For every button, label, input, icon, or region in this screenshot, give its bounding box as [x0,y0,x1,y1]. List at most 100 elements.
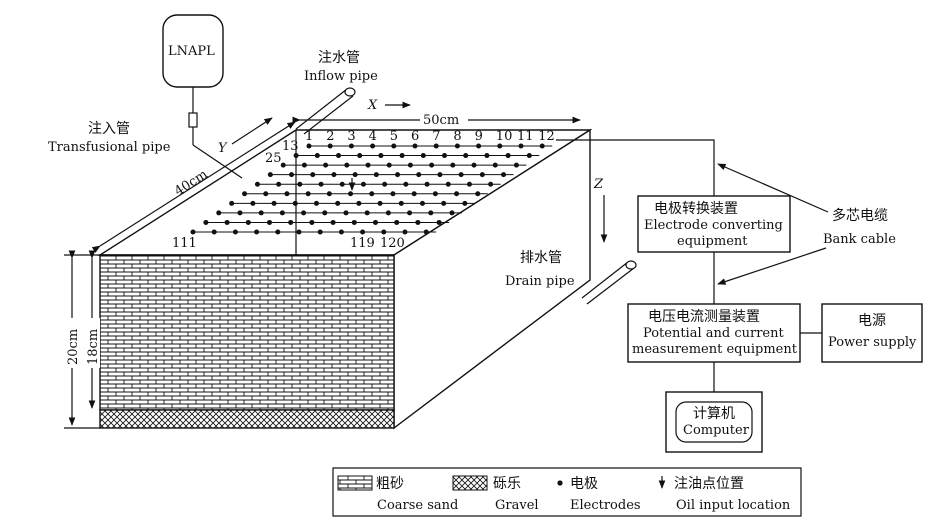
electrode-dot [357,153,363,159]
electrode-dot [369,191,375,197]
electrode-dot [445,181,451,187]
electrode-dot [373,172,379,178]
electrode-dot [190,229,196,235]
electrode-number-12: 12 [538,129,555,144]
electrode-dot [372,219,378,225]
electrode-dot [441,200,447,206]
electrode-dot [289,172,295,178]
bank-cable-en: Bank cable [823,232,896,247]
electrode-number-1: 1 [305,129,313,144]
electrode-dot [370,143,376,149]
legend-gravel-en: Gravel [495,498,539,513]
electrode-dot [471,162,477,168]
electrode-label-13: 13 [282,139,299,154]
electrode-dot [306,143,312,149]
bank-cable-arrow-1 [717,163,829,213]
dim-height-inner-label: 18cm [86,329,101,365]
electrode-label-111: 111 [172,236,197,251]
electrode-dot [203,219,209,225]
electrode-dot [305,191,311,197]
electrode-dot [245,219,251,225]
electrode-dot [360,181,366,187]
drain-pipe [581,260,637,305]
electrode-dot [317,229,323,235]
electrode-dot [484,153,490,159]
electrode-dot [348,143,354,149]
tank-cable [556,139,715,196]
electrode-dot [313,200,319,206]
electrode-number-3: 3 [347,129,355,144]
axis-z-label: Z [593,177,604,192]
inflow-pipe-cn: 注水管 [318,50,360,66]
legend-electrodes-cn: 电极 [570,476,598,492]
electrode-dot [301,162,307,168]
dim-height-outer-label: 20cm [66,329,81,365]
electrode-dot [462,200,468,206]
electrode-dot [436,219,442,225]
converter-en-2: equipment [677,234,748,249]
converter-cn: 电极转换装置 [654,200,738,217]
legend-coarse-sand-en: Coarse sand [377,498,458,513]
electrode-dot [399,153,405,159]
electrode-dot [411,191,417,197]
electrode-dot [386,162,392,168]
electrode-number-6: 6 [411,129,419,144]
drain-pipe-cn: 排水管 [520,250,562,266]
electrode-dot [232,229,238,235]
electrode-dot [442,153,448,159]
legend-coarse-sand-swatch [337,475,373,491]
coarse-sand-layer [99,254,395,411]
electrode-number-4: 4 [369,129,377,144]
dimension-height: 20cm 18cm [60,250,101,429]
electrode-dot [394,219,400,225]
transfusional-pipe-cn: 注入管 [88,121,130,137]
electrode-dot [412,143,418,149]
electrode-number-11: 11 [517,129,534,144]
electrode-dot [382,181,388,187]
electrode-dot [216,210,222,216]
electrode-dot [364,210,370,216]
electrode-dot [348,191,354,197]
legend-oil-en: Oil input location [676,498,791,513]
electrode-dot [488,181,494,187]
electrode-dot [263,191,269,197]
electrode-dot [275,229,281,235]
electrode-dot [322,210,328,216]
axis-x-label: X [367,98,378,113]
electrode-dot [356,200,362,206]
electrode-dot [378,153,384,159]
dimension-x: 50cm X [292,98,581,128]
electrode-dot [479,172,485,178]
electrode-dot [266,219,272,225]
legend-coarse-sand-cn: 粗砂 [376,476,404,492]
electrode-dot [224,219,230,225]
electrode-dot [279,210,285,216]
electrode-dot [395,172,401,178]
electrode-dot [327,143,333,149]
measure-cn: 电压电流测量装置 [648,309,760,325]
electrode-dot [343,210,349,216]
electrode-dot [365,162,371,168]
electrode-dot [428,210,434,216]
electrode-dot [335,200,341,206]
electrode-dot [242,191,248,197]
inflow-pipe [295,87,356,135]
electrode-dot [254,181,260,187]
legend-oil-cn: 注油点位置 [674,476,744,492]
electrode-dot [475,191,481,197]
electrode-dot [237,210,243,216]
converter-en-1: Electrode converting [644,218,783,233]
gravel-layer [99,409,395,429]
electrode-dot [331,172,337,178]
electrode-dot [309,219,315,225]
electrode-dot [492,162,498,168]
electrode-number-7: 7 [432,129,440,144]
measure-en-1: Potential and current [643,326,784,341]
electrode-dot [385,210,391,216]
computer-cn: 计算机 [693,406,735,422]
electrode-dot [258,210,264,216]
electrode-dot [339,181,345,187]
electrode-dot [513,162,519,168]
electrode-dot [296,229,302,235]
electrode-label-25: 25 [265,151,282,166]
